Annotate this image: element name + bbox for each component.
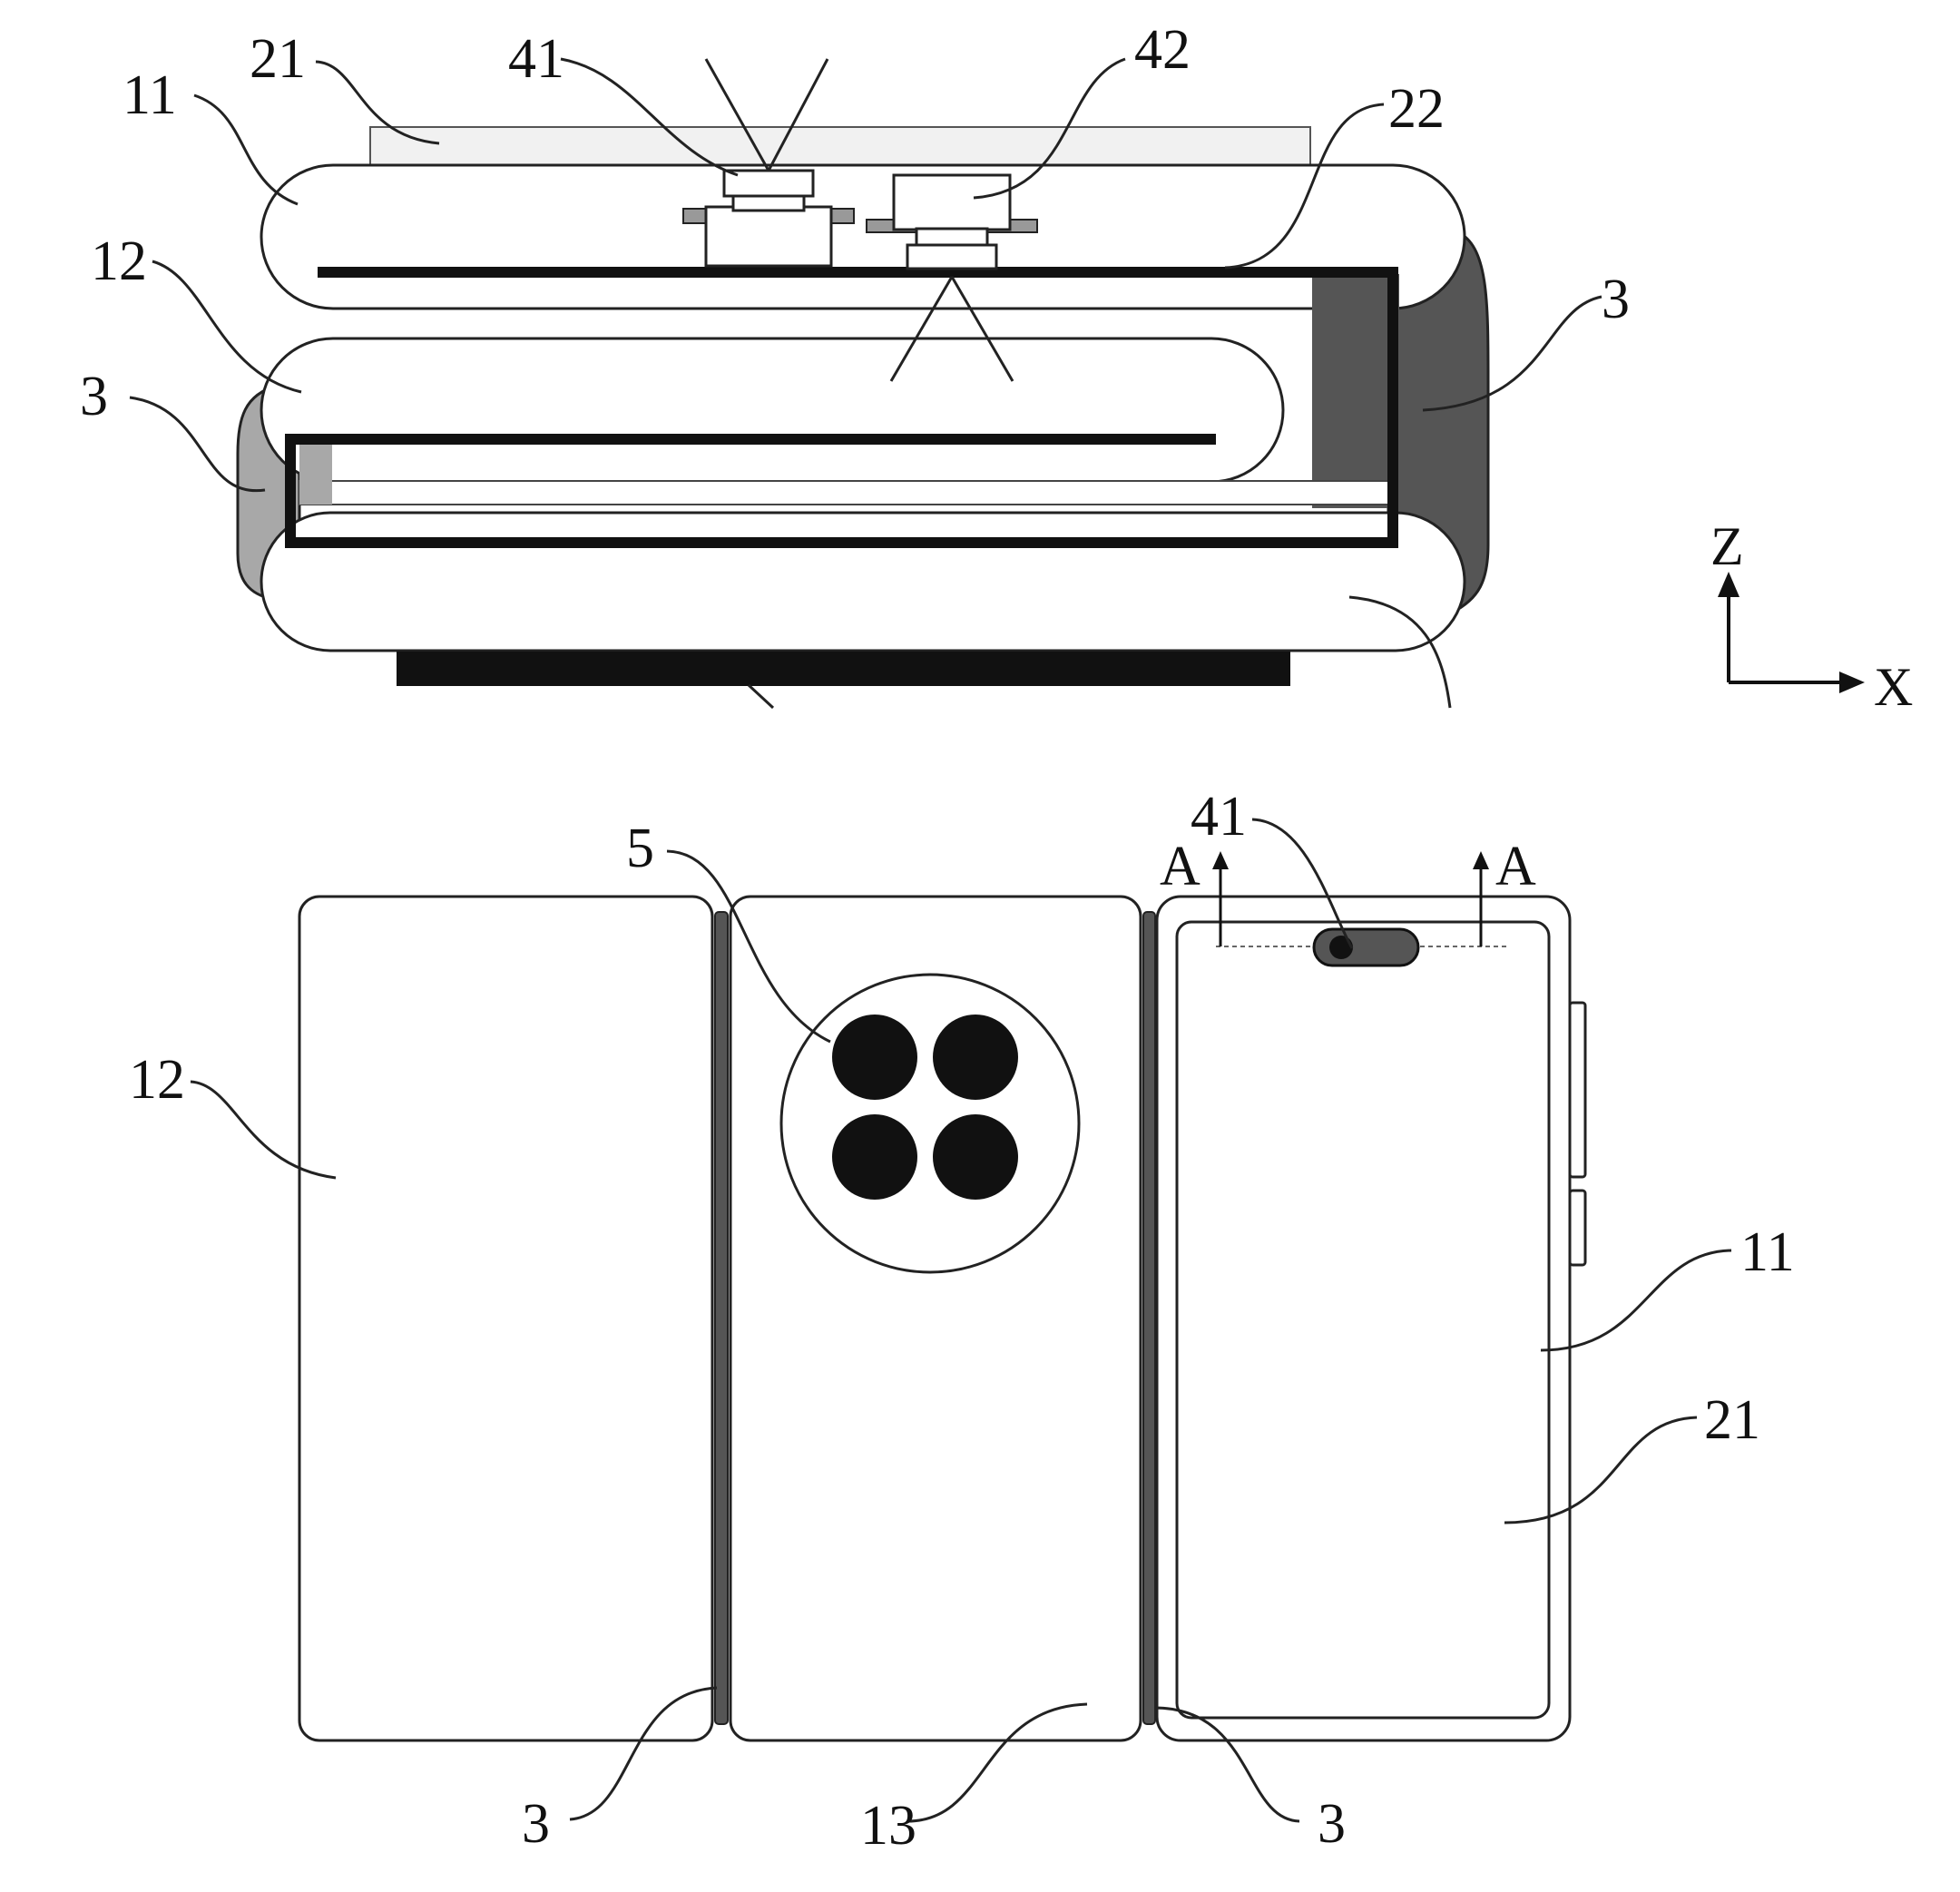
label-3-left-bottom: 3 xyxy=(522,1793,550,1855)
label-3-right-top: 3 xyxy=(1602,269,1630,330)
label-12-bottom: 12 xyxy=(129,1049,185,1111)
section-label-left: A xyxy=(1160,836,1200,897)
lens-3 xyxy=(832,1114,917,1200)
bottom-bar xyxy=(397,652,1290,686)
bottom-view-labels: 41 5 A A 12 11 21 3 13 3 xyxy=(129,786,1795,1857)
label-12-top: 12 xyxy=(91,230,147,292)
label-42: 42 xyxy=(1134,19,1191,81)
lens-1 xyxy=(832,1015,917,1100)
label-21: 21 xyxy=(250,28,306,90)
side-button-lower xyxy=(1568,1189,1587,1267)
label-22: 22 xyxy=(1388,78,1445,140)
camera-island-5 xyxy=(779,973,1081,1274)
fold-spacer-right xyxy=(1312,274,1399,508)
label-3-right-bottom: 3 xyxy=(1318,1793,1346,1855)
label-21-bottom: 21 xyxy=(1704,1389,1760,1451)
front-camera-lens xyxy=(1329,936,1353,959)
section-arrow-right xyxy=(1473,851,1489,869)
camera-41 xyxy=(682,58,855,268)
label-41-top: 41 xyxy=(508,28,564,90)
cover-screen-21 xyxy=(369,126,1311,168)
label-41-bottom: 41 xyxy=(1191,786,1247,848)
rear-hinge-right-3 xyxy=(1142,911,1156,1725)
section-arrow-left xyxy=(1212,851,1229,869)
axis-x-label: X xyxy=(1874,657,1913,717)
top-leader-lines xyxy=(129,57,1602,710)
label-11-top: 11 xyxy=(122,64,177,126)
label-5: 5 xyxy=(626,818,654,879)
label-11-bottom: 11 xyxy=(1740,1221,1795,1283)
inner-strip xyxy=(299,480,1389,505)
rear-screen-21 xyxy=(1175,920,1551,1720)
axis-z-label: Z xyxy=(1710,516,1744,576)
side-button-upper xyxy=(1568,1001,1587,1179)
bottom-leader-lines xyxy=(190,818,1732,1823)
inner-screen-22 xyxy=(285,267,1398,548)
folded-side-view xyxy=(129,57,1602,710)
top-view-labels: 21 41 42 11 22 12 3 3 xyxy=(80,19,1630,427)
lens-4 xyxy=(933,1114,1018,1200)
label-3-left-top: 3 xyxy=(80,366,108,427)
section-label-right: A xyxy=(1495,836,1536,897)
label-13: 13 xyxy=(860,1795,916,1857)
fold-spacer-left xyxy=(299,445,332,505)
panel-12 xyxy=(260,337,1285,484)
panel-13 xyxy=(260,511,1466,652)
axis-indicator: Z X xyxy=(1710,516,1913,717)
unfolded-rear-view xyxy=(190,818,1732,1823)
rear-panel-12 xyxy=(298,895,714,1742)
camera-42 xyxy=(866,173,1038,382)
rear-hinge-left-3 xyxy=(714,911,729,1725)
rear-panel-11 xyxy=(1155,895,1572,1742)
lens-2 xyxy=(933,1015,1018,1100)
